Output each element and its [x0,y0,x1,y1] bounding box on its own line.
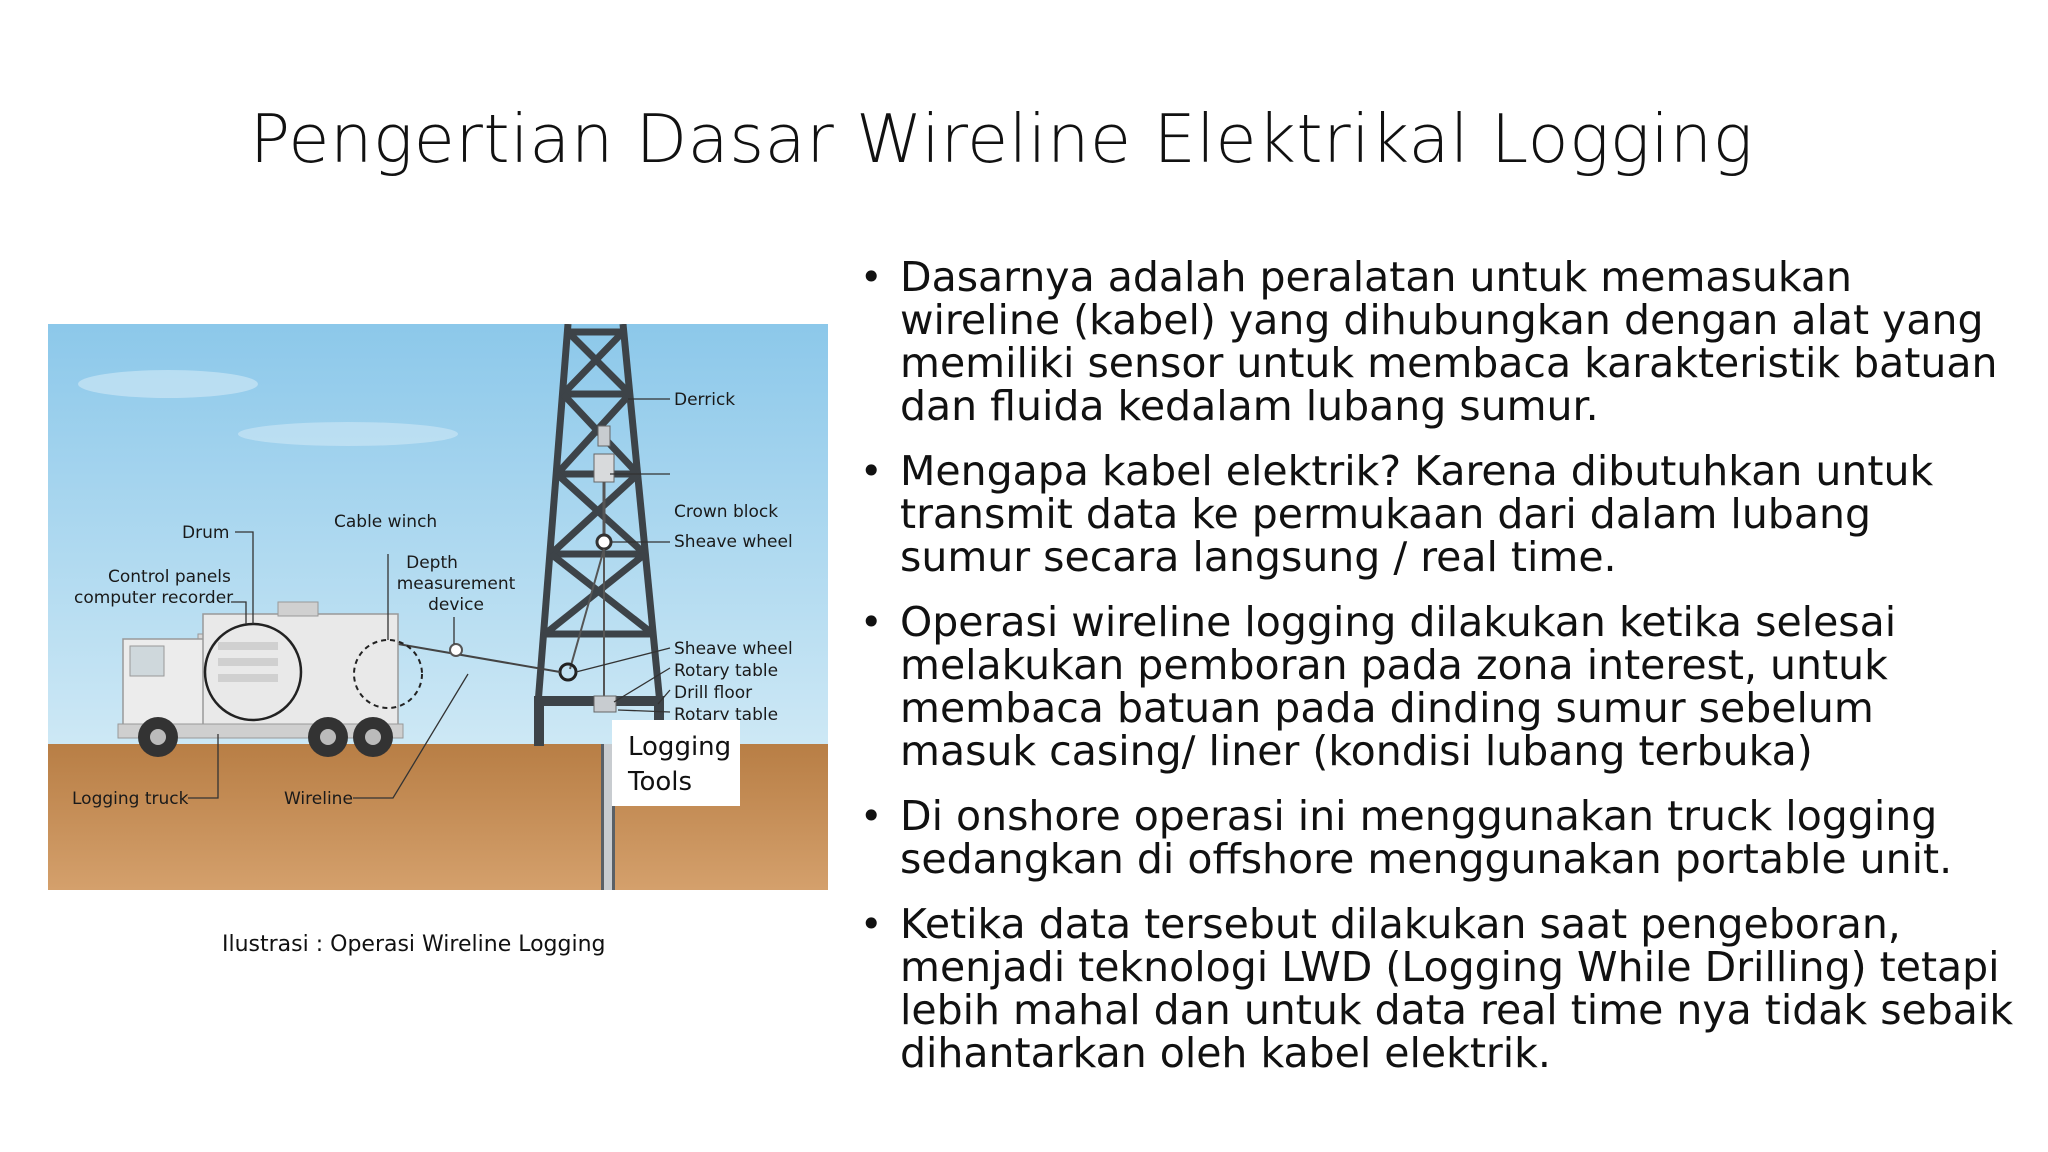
bullet-line: memiliki sensor untuk membaca karakteris… [900,339,1998,387]
label-drum: Drum [182,523,229,543]
bullet-line: melakukan pemboran pada zona interest, u… [900,641,1888,689]
label-depth-2: measurement [397,574,516,594]
slide-title: Pengertian Dasar Wireline Elektrikal Log… [249,100,1754,178]
bullet-line: sumur secara langsung / real time. [900,533,1617,581]
bullet-line: Mengapa kabel elektrik? Karena dibutuhka… [900,447,1934,495]
bullet-line: Ketika data tersebut dilakukan saat peng… [900,900,1901,948]
bullet-line: Dasarnya adalah peralatan untuk memasuka… [900,253,1853,301]
bullet-item: • Operasi wireline logging dilakukan ket… [860,601,2020,773]
bullet-line: wireline (kabel) yang dihubungkan dengan… [900,296,1984,344]
logging-tools-callout: Logging Tools [612,720,740,806]
bullet-line: masuk casing/ liner (kondisi lubang terb… [900,727,1813,775]
label-depth-3: device [428,595,484,615]
bullet-line: Operasi wireline logging dilakukan ketik… [900,598,1897,646]
logging-tools-line-2: Tools [628,767,693,797]
bullet-list: • Dasarnya adalah peralatan untuk memasu… [860,256,2020,1097]
label-depth-1: Depth [406,553,458,573]
label-sheave-wheel-top: Sheave wheel [674,532,793,552]
wireline-cable [397,643,561,673]
label-computer-recorder: computer recorder [74,588,233,608]
bullet-line: dan fluida kedalam lubang sumur. [900,382,1599,430]
label-derrick: Derrick [674,390,735,410]
bullet-line: Di onshore operasi ini menggunakan truck… [900,792,1938,840]
bullet-item: • Mengapa kabel elektrik? Karena dibutuh… [860,450,2020,579]
label-drill-floor: Drill floor [674,683,752,703]
bullet-dot: • [860,600,883,644]
illustration-caption: Ilustrasi : Operasi Wireline Logging [222,932,606,957]
bullet-item: • Dasarnya adalah peralatan untuk memasu… [860,256,2020,428]
logging-truck [117,601,423,757]
label-logging-truck: Logging truck [72,789,189,809]
bullet-line: dihantarkan oleh kabel elektrik. [900,1029,1551,1077]
bullet-line: membaca batuan pada dinding sumur sebelu… [900,684,1874,732]
bullet-dot: • [860,255,883,299]
label-crown-block: Crown block [674,502,778,522]
label-cable-winch: Cable winch [334,512,437,532]
label-control-panels: Control panels [108,567,231,587]
bullet-item: • Di onshore operasi ini menggunakan tru… [860,795,2020,881]
bullet-dot: • [860,902,883,946]
logging-tools-line-1: Logging [628,732,732,762]
label-sheave-wheel-bottom: Sheave wheel [674,639,793,659]
bullet-line: menjadi teknologi LWD (Logging While Dri… [900,943,2000,991]
bullet-dot: • [860,449,883,493]
bullet-item: • Ketika data tersebut dilakukan saat pe… [860,903,2020,1075]
bullet-line: transmit data ke permukaan dari dalam lu… [900,490,1871,538]
label-wireline: Wireline [284,789,353,809]
bullet-line: lebih mahal dan untuk data real time nya… [900,986,2014,1034]
bullet-dot: • [860,794,883,838]
label-rotary-table-1: Rotary table [674,661,778,681]
bullet-line: sedangkan di offshore menggunakan portab… [900,835,1953,883]
